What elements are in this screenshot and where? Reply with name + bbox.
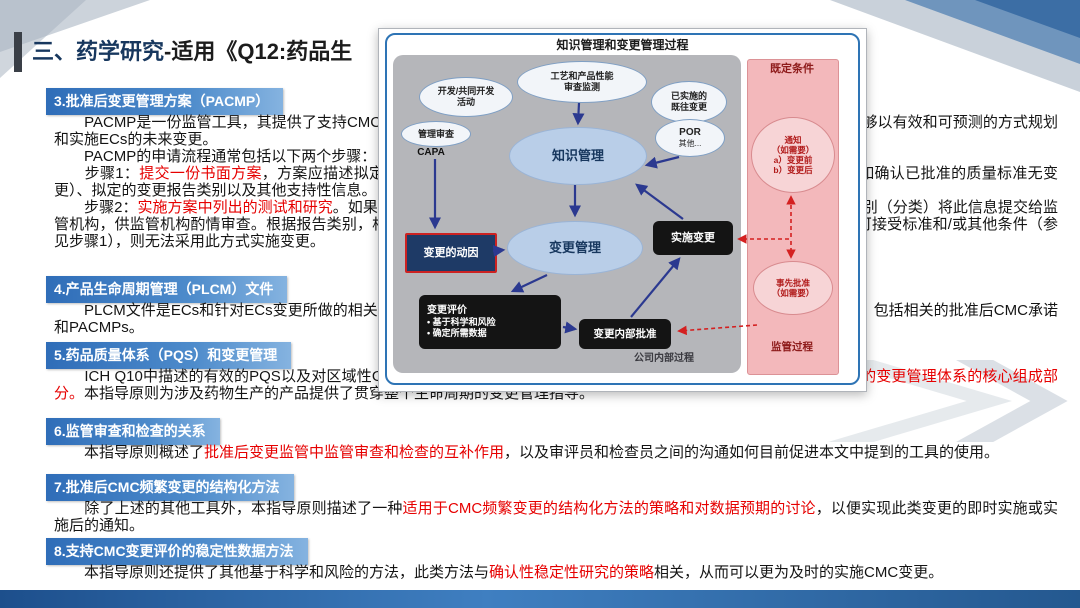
paragraph: PACMP的申请流程通常包括以下两个步骤： (54, 148, 1058, 165)
text-segment: 本指导原则还提供了其他基于科学和风险的方法，此类方法与 (54, 564, 490, 581)
regulatory-process-label: 监管过程 (747, 341, 837, 353)
knowledge-management-node: 知识管理 (509, 127, 647, 185)
change-driver-node: 变更的动因 (405, 233, 497, 273)
management-review-node: 管理审查 (401, 121, 471, 147)
notification-node: 通知 （如需要） a）变更前 b）变更后 (751, 117, 835, 193)
page-title-prefix: 三、药学研究 (32, 39, 165, 64)
node-line: a）变更前 (773, 155, 813, 165)
node-line: 其他... (678, 139, 702, 149)
capa-label: CAPA (401, 147, 461, 159)
text-segment: 本指导原则概述了 (54, 444, 205, 461)
title-bar: 三、药学研究-适用《Q12:药品生 (14, 32, 352, 72)
text-segment-red: 提交一份书面方案 (139, 165, 262, 182)
change-evaluation-node: 变更评价 • 基于科学和风险 • 确定所需数据 (419, 295, 561, 349)
node-line: 通知 (784, 134, 802, 145)
node-line: b）变更后 (773, 165, 813, 176)
section-body-review-inspection: 本指导原则概述了批准后变更监管中监管审查和检查的互补作用，以及审评员和检查员之间… (54, 444, 1058, 461)
footer-bar (0, 590, 1080, 608)
node-line: 实施变更 (671, 231, 715, 244)
section-header-pacmp: 3.批准后变更管理方案（PACMP） (46, 88, 284, 115)
process-performance-monitoring-node: 工艺和产品性能 审查监测 (517, 61, 647, 103)
node-line: 既定条件 (770, 63, 814, 75)
por-node: POR 其他... (655, 119, 725, 157)
text-segment-red: 确认性稳定性研究的策略 (489, 564, 655, 581)
title-accent-bar (14, 32, 22, 72)
implement-change-node: 实施变更 (653, 221, 733, 255)
page-title-suffix: -适用《Q12:药品生 (164, 39, 353, 64)
node-line: CAPA (417, 147, 445, 158)
node-line: 事先批准 (775, 277, 810, 288)
node-line: • 确定所需数据 (427, 327, 487, 338)
text-segment-red: 适用于CMC频繁变更的结构化方法的策略和对数据预期的讨论 (402, 500, 816, 517)
paragraph: 除了上述的其他工具外，本指导原则描述了一种适用于CMC频繁变更的结构化方法的策略… (54, 500, 1058, 534)
text-segment: PACMP的申请流程通常包括以下两个步骤： (54, 148, 377, 165)
node-line: 变更的动因 (423, 246, 479, 259)
internal-approval-node: 变更内部批准 (579, 319, 671, 349)
node-line: （如需要） (771, 144, 815, 155)
section-header-pqs: 5.药品质量体系（PQS）和变更管理 (46, 342, 292, 369)
section-body-stability-data: 本指导原则还提供了其他基于科学和风险的方法，此类方法与确认性稳定性研究的策略相关… (54, 564, 1058, 581)
section-header-review-inspection: 6.监管审查和检查的关系 (46, 418, 220, 445)
node-line: 变更管理 (548, 240, 601, 256)
regulatory-process-box (747, 59, 839, 375)
established-conditions-label: 既定条件 (747, 63, 837, 76)
node-line: 工艺和产品性能 (550, 71, 614, 82)
prior-approval-node: 事先批准 （如需要） (753, 261, 833, 315)
section-body-structured-approach: 除了上述的其他工具外，本指导原则描述了一种适用于CMC频繁变更的结构化方法的策略… (54, 500, 1058, 534)
implemented-changes-node: 已实施的 既往变更 (651, 81, 727, 123)
diagram-overlay: 知识管理和变更管理过程 开发/共同开发 活动 工艺和产品性能 审查监测 已实施的… (378, 28, 867, 392)
development-activities-node: 开发/共同开发 活动 (419, 77, 513, 117)
company-internal-process-label: 公司内部过程 (609, 353, 719, 365)
text-segment: 相关，从而可以更为及时的实施CMC变更。 (654, 564, 944, 581)
node-line: 审查监测 (563, 82, 600, 92)
text-segment: 步骤2： (54, 199, 138, 216)
node-line: 已实施的 (670, 91, 707, 102)
node-line: POR (679, 127, 701, 139)
node-line: 既往变更 (670, 102, 707, 112)
node-line: • 基于科学和风险 (427, 317, 496, 328)
node-line: 变更评价 (427, 305, 467, 317)
text-segment: 步骤1： (54, 165, 140, 182)
section-header-plcm: 4.产品生命周期管理（PLCM）文件 (46, 276, 288, 303)
paragraph: 本指导原则概述了批准后变更监管中监管审查和检查的互补作用，以及审评员和检查员之间… (54, 444, 1058, 461)
diagram-title: 知识管理和变更管理过程 (556, 38, 689, 52)
node-line: 监管过程 (771, 341, 813, 353)
node-line: （如需要） (771, 288, 815, 298)
page-title: 三、药学研究-适用《Q12:药品生 (32, 32, 352, 72)
text-segment: 除了上述的其他工具外，本指导原则描述了一种 (54, 500, 403, 517)
text-segment-red: 实施方案中列出的测试和研究 (137, 199, 333, 216)
change-management-node: 变更管理 (507, 221, 643, 275)
section-header-structured-approach: 7.批准后CMC频繁变更的结构化方法 (46, 474, 294, 501)
node-line: 知识管理 (551, 148, 604, 164)
section-header-stability-data: 8.支持CMC变更评价的稳定性数据方法 (46, 538, 308, 565)
text-segment-red: 批准后变更监管中监管审查和检查的互补作用 (204, 444, 505, 461)
node-line: 管理审查 (417, 128, 454, 139)
diagram-frame (385, 33, 860, 385)
node-line: 活动 (456, 97, 475, 107)
text-segment: ，以便实现此类变更的即时实施或实施后的通知。 (54, 500, 1058, 534)
text-segment: ，以及审评员和检查员之间的沟通如何目前促进本文中提到的工具的使用。 (504, 444, 1000, 461)
node-line: 变更内部批准 (593, 327, 657, 340)
paragraph: 本指导原则还提供了其他基于科学和风险的方法，此类方法与确认性稳定性研究的策略相关… (54, 564, 1058, 581)
node-line: 开发/共同开发 (437, 86, 495, 97)
node-line: 公司内部过程 (634, 353, 694, 364)
